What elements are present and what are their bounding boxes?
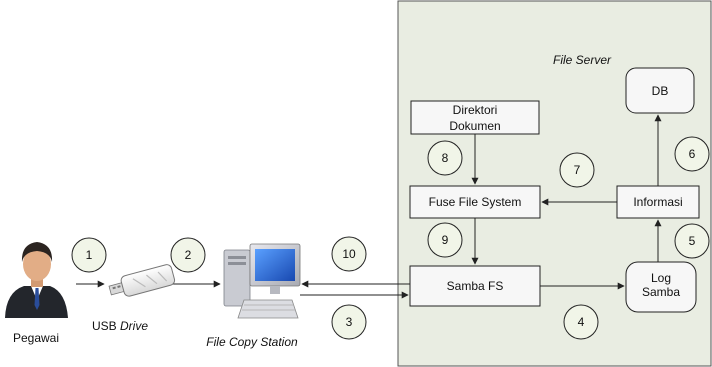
svg-text:Dokumen: Dokumen	[449, 119, 500, 133]
svg-text:DB: DB	[652, 84, 669, 98]
svg-text:9: 9	[442, 233, 449, 247]
informasi-box: Informasi	[616, 185, 700, 219]
db-box: DB	[625, 67, 695, 114]
svg-text:2: 2	[185, 248, 192, 262]
svg-text:Log: Log	[651, 271, 671, 285]
svg-text:1: 1	[86, 248, 93, 262]
step-circle-5: 5	[674, 223, 710, 259]
log-samba-box: Log Samba	[625, 261, 697, 313]
svg-text:4: 4	[578, 315, 585, 329]
employee-label: Pegawai	[13, 331, 59, 345]
step-circle-7: 7	[559, 152, 595, 188]
file-server-title: File Server	[553, 53, 612, 67]
step-circle-3: 3	[331, 304, 367, 340]
svg-text:6: 6	[689, 147, 696, 161]
step-circle-4: 4	[563, 304, 599, 340]
samba-fs-box: Samba FS	[409, 265, 541, 307]
svg-text:Direktori: Direktori	[453, 103, 498, 117]
svg-text:7: 7	[574, 163, 581, 177]
step-circle-9: 9	[427, 222, 463, 258]
step-circle-8: 8	[427, 140, 463, 176]
svg-text:Samba FS: Samba FS	[447, 279, 504, 293]
computer-icon	[223, 243, 301, 319]
file-copy-station-label: File Copy Station	[206, 335, 298, 349]
svg-text:8: 8	[442, 151, 449, 165]
usb-drive-label: USB Drive	[92, 319, 148, 333]
step-circle-1: 1	[71, 237, 107, 273]
fuse-file-system-box: Fuse File System	[409, 185, 541, 219]
svg-text:Samba: Samba	[642, 285, 680, 299]
svg-text:Fuse File System: Fuse File System	[429, 195, 522, 209]
svg-text:5: 5	[689, 234, 696, 248]
svg-text:Informasi: Informasi	[633, 195, 682, 209]
step-circle-6: 6	[674, 136, 710, 172]
svg-text:10: 10	[342, 247, 356, 261]
step-circle-2: 2	[170, 237, 206, 273]
step-circle-10: 10	[331, 236, 367, 272]
directory-box: Direktori Dokumen	[410, 100, 540, 135]
usb-drive-icon	[108, 264, 176, 297]
svg-text:3: 3	[346, 315, 353, 329]
person-icon	[5, 242, 68, 318]
